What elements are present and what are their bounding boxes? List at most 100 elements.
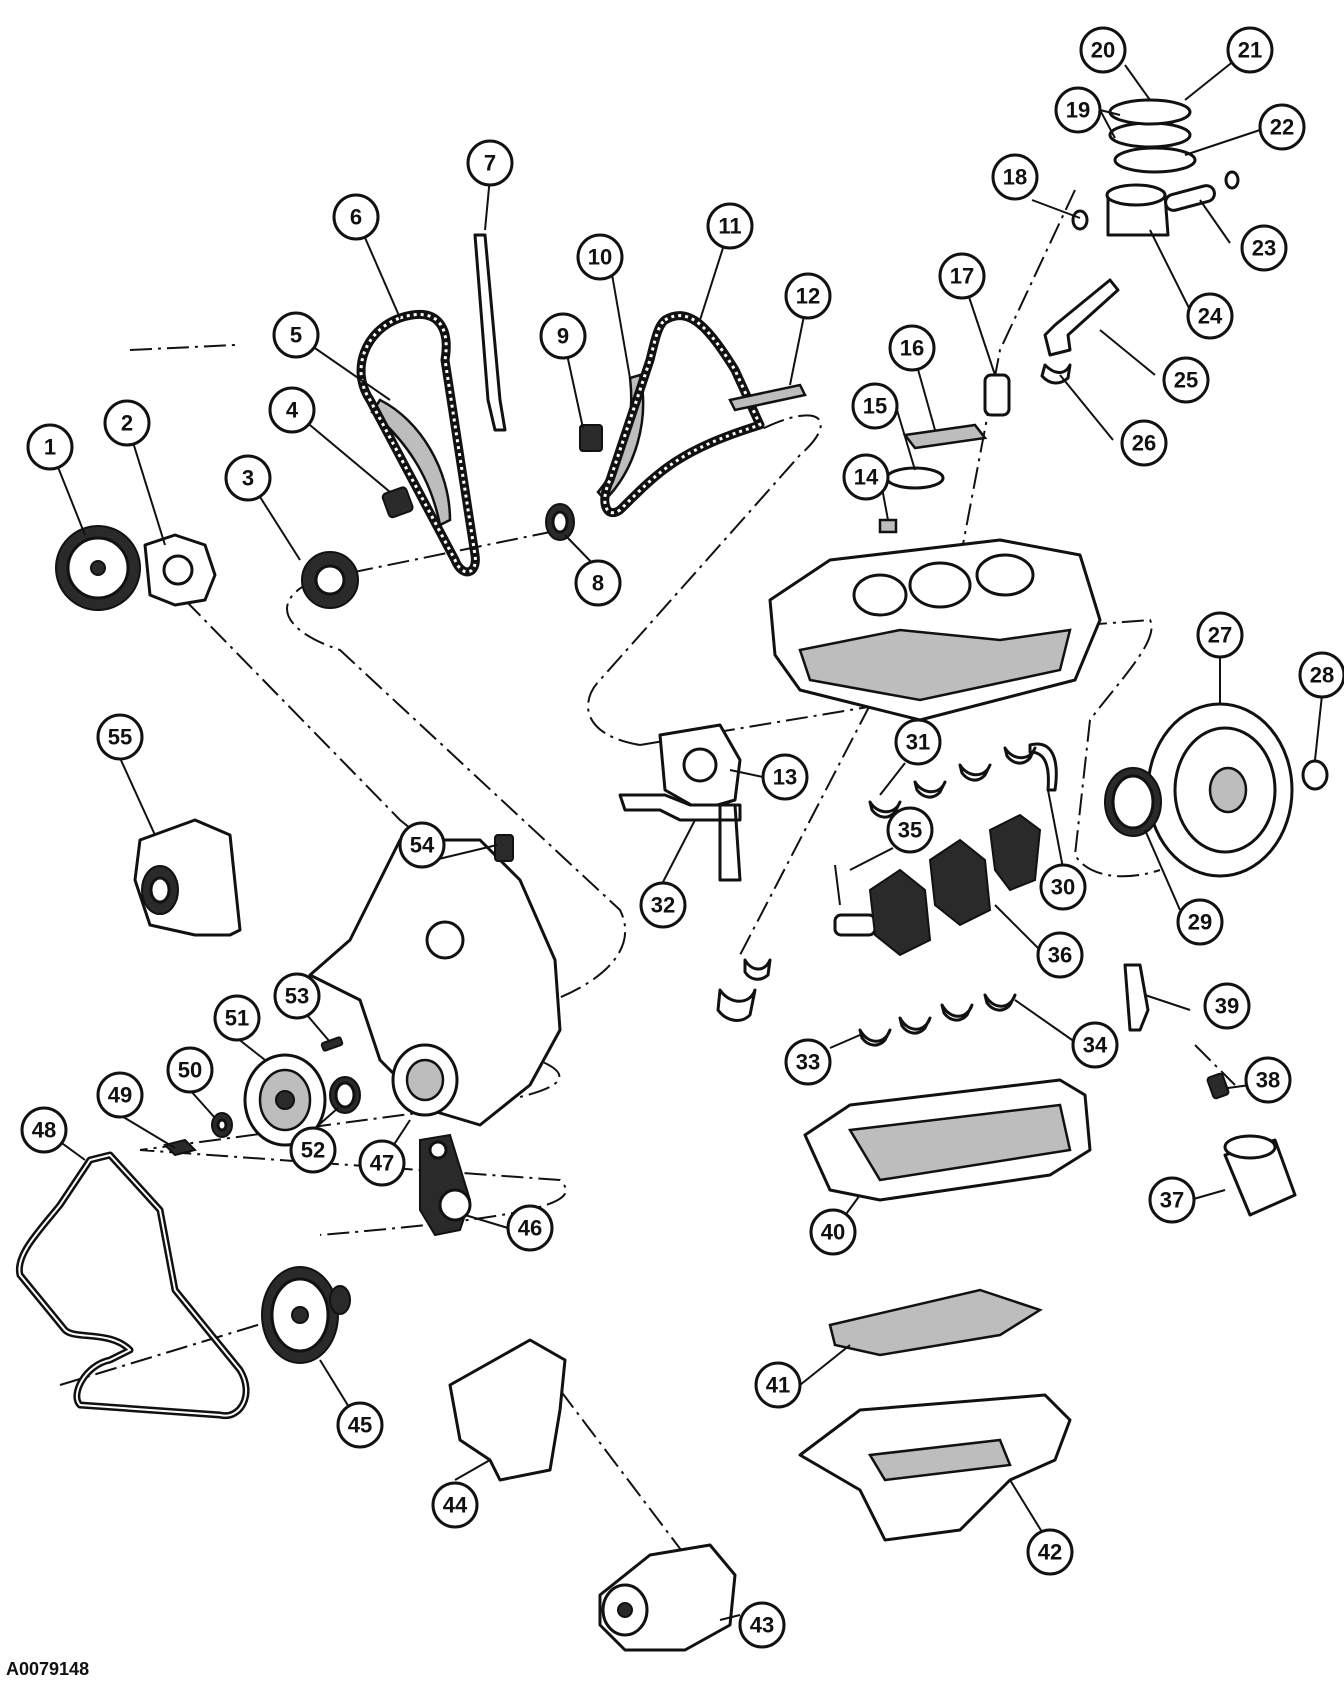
svg-text:19: 19 bbox=[1066, 98, 1090, 123]
svg-text:49: 49 bbox=[108, 1083, 132, 1108]
svg-text:30: 30 bbox=[1051, 875, 1075, 900]
callout-7: 7 bbox=[466, 139, 514, 187]
drive-belt bbox=[15, 1151, 250, 1420]
thrust-bearing-upper bbox=[1028, 742, 1058, 792]
callout-10: 10 bbox=[576, 233, 624, 281]
chain-guide-upper bbox=[728, 383, 807, 412]
svg-text:18: 18 bbox=[1003, 165, 1027, 190]
svg-text:39: 39 bbox=[1215, 994, 1239, 1019]
thrust-bearing-lower bbox=[716, 958, 772, 1022]
timing-chain-tensioner-left bbox=[381, 486, 414, 519]
callout-22: 22 bbox=[1258, 103, 1306, 151]
oil-filter-adapter bbox=[1206, 1072, 1230, 1100]
callout-37: 37 bbox=[1148, 1176, 1196, 1224]
svg-text:13: 13 bbox=[773, 765, 797, 790]
rod-bearing-cap bbox=[1040, 363, 1072, 385]
leader-lines bbox=[43, 59, 1323, 1621]
svg-text:6: 6 bbox=[350, 205, 362, 230]
dowel bbox=[878, 518, 898, 534]
callout-23: 23 bbox=[1240, 224, 1288, 272]
compressor-bracket bbox=[448, 1338, 567, 1482]
callout-3: 3 bbox=[224, 454, 272, 502]
main-bearings-upper bbox=[868, 746, 1037, 819]
svg-text:41: 41 bbox=[766, 1373, 790, 1398]
svg-text:14: 14 bbox=[854, 465, 879, 490]
callout-26: 26 bbox=[1120, 419, 1168, 467]
cover-stud bbox=[320, 1036, 344, 1052]
callout-20: 20 bbox=[1079, 26, 1127, 74]
valve-lifter bbox=[983, 373, 1011, 417]
svg-text:5: 5 bbox=[290, 323, 302, 348]
callout-35: 35 bbox=[886, 806, 934, 854]
svg-text:34: 34 bbox=[1083, 1033, 1108, 1058]
svg-text:31: 31 bbox=[906, 730, 930, 755]
svg-text:48: 48 bbox=[32, 1118, 56, 1143]
timing-chain-left bbox=[356, 310, 480, 577]
callout-14: 14 bbox=[842, 453, 890, 501]
callout-13: 13 bbox=[761, 753, 809, 801]
callout-54: 54 bbox=[398, 821, 446, 869]
svg-text:36: 36 bbox=[1048, 943, 1072, 968]
svg-text:2: 2 bbox=[121, 411, 133, 436]
generator bbox=[133, 818, 242, 937]
callout-17: 17 bbox=[938, 252, 986, 300]
ac-compressor bbox=[598, 1543, 737, 1652]
callout-8: 8 bbox=[574, 559, 622, 607]
callout-19: 19 bbox=[1054, 86, 1102, 134]
piston-pin bbox=[1164, 184, 1216, 212]
svg-text:16: 16 bbox=[900, 336, 924, 361]
engine-front-cover bbox=[308, 838, 562, 1127]
callout-24: 24 bbox=[1186, 292, 1234, 340]
callout-47: 47 bbox=[358, 1139, 406, 1187]
callout-39: 39 bbox=[1203, 982, 1251, 1030]
head-gasket bbox=[885, 466, 945, 490]
rear-main-seal bbox=[1104, 767, 1162, 837]
svg-text:47: 47 bbox=[370, 1151, 394, 1176]
main-bearings-lower bbox=[858, 993, 1017, 1047]
callout-48: 48 bbox=[20, 1106, 68, 1154]
windage-tray bbox=[828, 1288, 1043, 1357]
callout-28: 28 bbox=[1298, 651, 1344, 699]
washer bbox=[211, 1112, 233, 1138]
callout-53: 53 bbox=[273, 972, 321, 1020]
callout-2: 2 bbox=[103, 399, 151, 447]
callout-33: 33 bbox=[784, 1038, 832, 1086]
svg-text:12: 12 bbox=[796, 284, 820, 309]
engine-block bbox=[768, 538, 1102, 722]
svg-text:3: 3 bbox=[242, 466, 254, 491]
callout-32: 32 bbox=[639, 881, 687, 929]
callout-50: 50 bbox=[166, 1046, 214, 1094]
svg-text:35: 35 bbox=[898, 818, 922, 843]
crankshaft-front-seal bbox=[329, 1076, 361, 1114]
svg-text:17: 17 bbox=[950, 264, 974, 289]
oil-pump bbox=[658, 723, 742, 812]
svg-text:11: 11 bbox=[718, 214, 741, 239]
callout-55: 55 bbox=[96, 713, 144, 761]
svg-text:44: 44 bbox=[443, 1493, 468, 1518]
svg-text:26: 26 bbox=[1132, 431, 1156, 456]
callout-18: 18 bbox=[991, 153, 1039, 201]
cam-position-sensor bbox=[494, 834, 514, 862]
callout-12: 12 bbox=[784, 272, 832, 320]
svg-text:28: 28 bbox=[1310, 663, 1334, 688]
svg-text:8: 8 bbox=[592, 571, 604, 596]
crankshaft bbox=[833, 813, 1042, 957]
svg-text:54: 54 bbox=[410, 833, 435, 858]
svg-text:9: 9 bbox=[557, 324, 569, 349]
callout-41: 41 bbox=[754, 1361, 802, 1409]
svg-text:22: 22 bbox=[1270, 115, 1294, 140]
svg-text:55: 55 bbox=[108, 725, 132, 750]
svg-text:46: 46 bbox=[518, 1216, 542, 1241]
piston bbox=[1105, 183, 1170, 237]
callout-bubbles: 1 2 3 4 5 6 7 8 9 10 11 12 13 14 15 16 1… bbox=[20, 26, 1344, 1649]
pilot-bearing bbox=[1301, 759, 1329, 791]
callout-15: 15 bbox=[851, 382, 899, 430]
piston-rings bbox=[1108, 98, 1197, 174]
callout-6: 6 bbox=[332, 193, 380, 241]
svg-text:50: 50 bbox=[178, 1058, 202, 1083]
callout-21: 21 bbox=[1226, 26, 1274, 74]
timing-chain-right bbox=[600, 311, 765, 517]
callout-31: 31 bbox=[894, 718, 942, 766]
oil-pan bbox=[798, 1393, 1072, 1542]
chain-guide-center bbox=[473, 233, 507, 432]
